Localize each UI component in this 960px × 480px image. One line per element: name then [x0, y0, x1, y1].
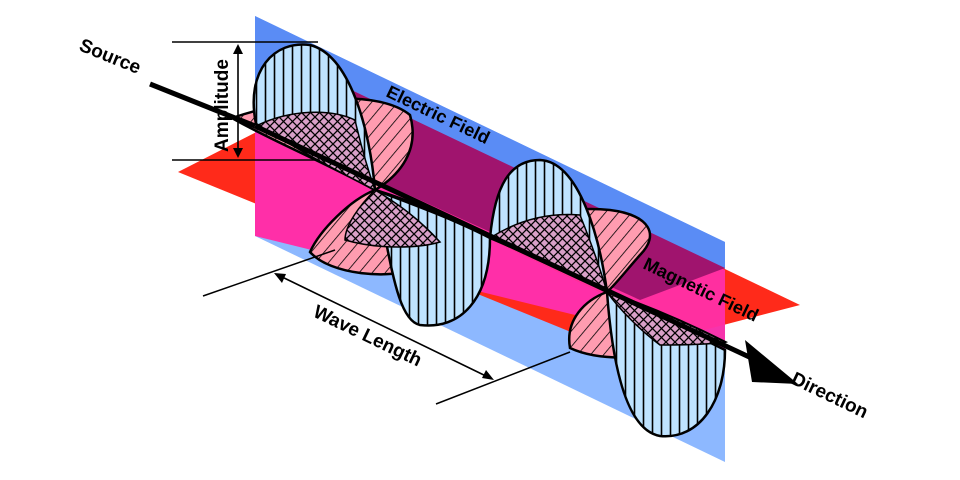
propagation-axis-source — [149, 81, 256, 129]
direction-arrowhead-fill — [745, 340, 798, 384]
source-label: Source — [76, 35, 144, 79]
wavelength-arrow-head-start — [274, 273, 286, 283]
wavelength-end-guide — [435, 351, 571, 405]
amplitude-arrow-head-top — [233, 44, 243, 54]
wavelength-start-guide — [202, 249, 336, 297]
amplitude-arrow-head-bottom — [233, 148, 243, 158]
propagation-axis — [253, 123, 762, 365]
wavelength-arrow — [277, 274, 491, 379]
wavelength-arrow-head-end — [482, 370, 494, 380]
amplitude-label: Amplitude — [212, 59, 233, 152]
field-overlap-hatch — [344, 189, 442, 248]
direction-label: Direction — [788, 369, 871, 424]
